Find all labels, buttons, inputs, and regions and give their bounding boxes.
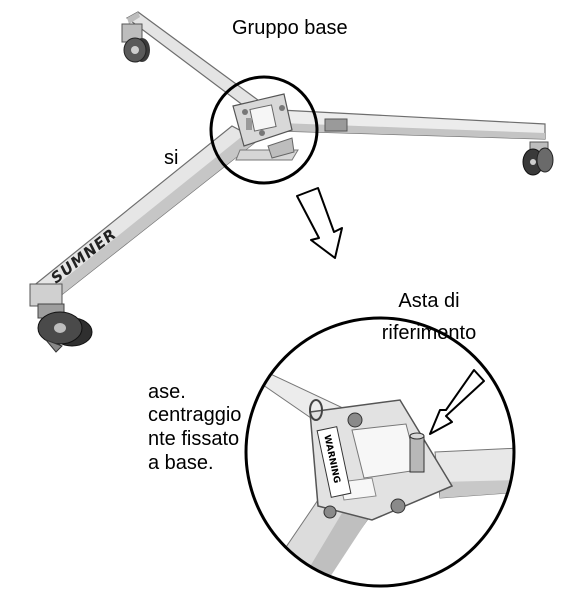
base-assembly: SUMNER — [29, 11, 554, 353]
caster-front — [29, 283, 93, 353]
title: Gruppo base — [232, 17, 348, 39]
callout-label-line2: riferimento — [381, 322, 477, 344]
text-fragment-line2: centraggio — [148, 404, 242, 426]
text-fragment-si: si — [164, 147, 179, 169]
caster-right — [522, 141, 554, 176]
caster-back — [121, 23, 150, 63]
reference-pin — [409, 432, 425, 473]
text-fragment-line3: nte fissato — [148, 428, 240, 450]
pointer-arrow-icon — [429, 369, 485, 435]
hub-plate — [232, 93, 293, 147]
callout-label-line1: Asta di — [398, 290, 460, 312]
text-fragment-line4: a base. — [148, 452, 214, 474]
text-fragment-line1: ase. — [148, 381, 186, 403]
magnify-arrow-icon — [296, 187, 343, 259]
detail-circle — [209, 75, 319, 185]
zoom-detail: WARNING — [244, 316, 516, 588]
